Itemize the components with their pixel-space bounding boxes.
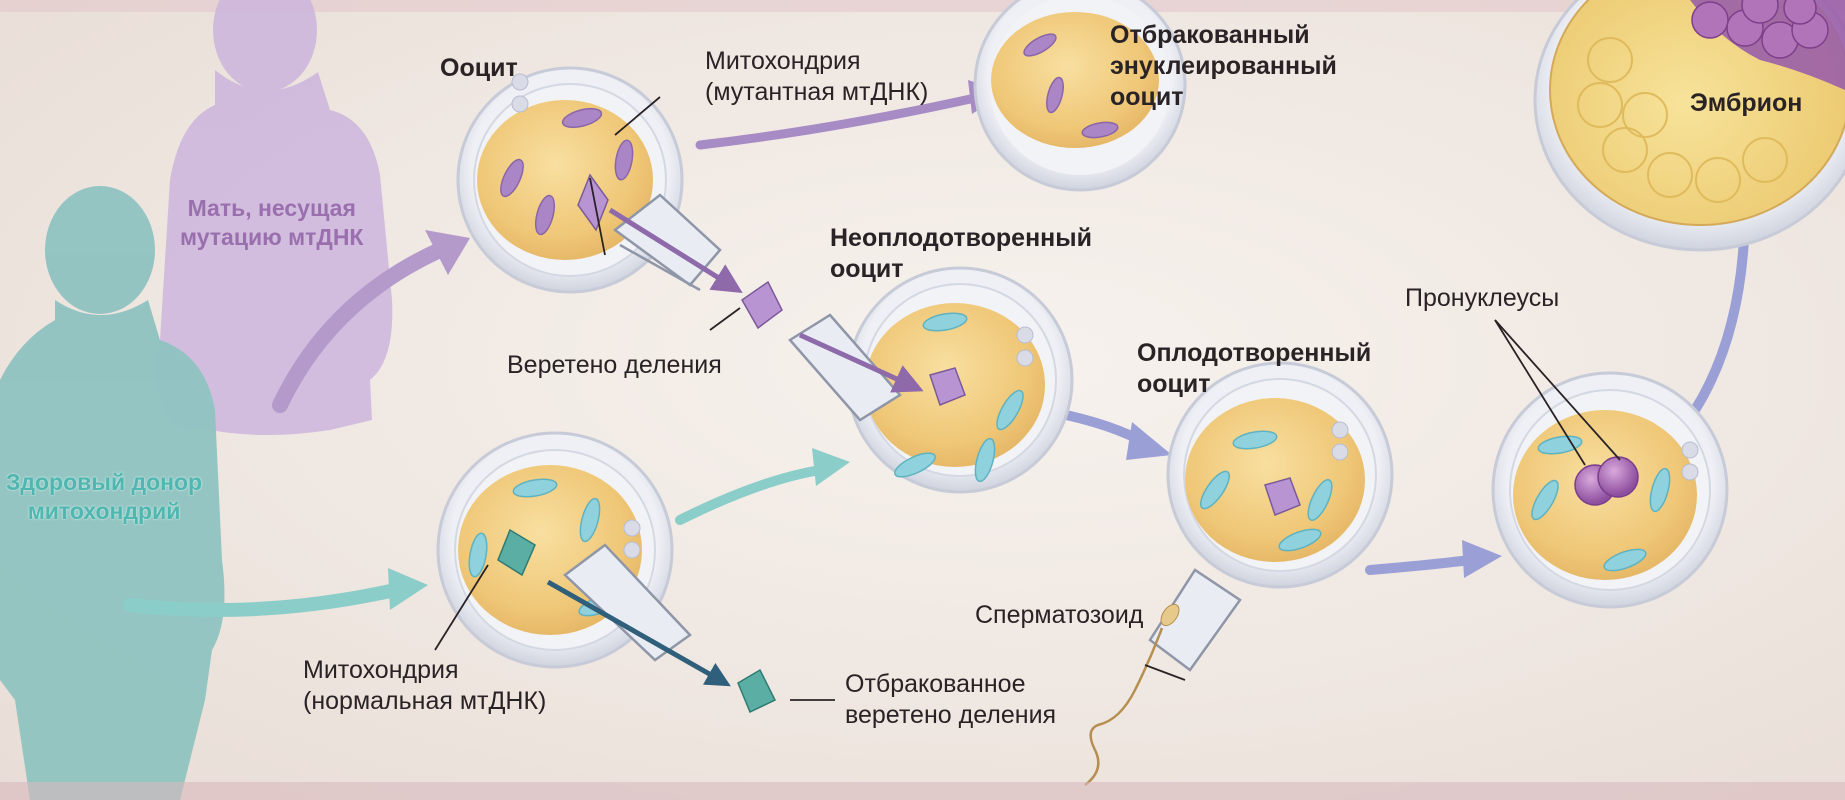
pronuclei-oocyte [1493,373,1727,607]
mito-mutant-label-line-2: (мутантная мтДНК) [705,77,928,108]
rejected-spindle-label: Отбракованное веретено деления [845,669,1056,731]
fertilized-label-line-2: ооцит [1137,369,1371,400]
mother-label: Мать, несущая мутацию мтДНК [180,194,363,252]
mother-label-line-2: мутацию мтДНК [180,223,363,252]
spindle-label: Веретено деления [507,350,722,381]
to-pronuclei-arrow [1370,560,1470,570]
donor-to-oocyte-arrowhead [388,568,428,610]
donor-label-line-1: Здоровый донор [6,468,202,497]
unfertilized-label-line-1: Неоплодотворенный [830,223,1092,254]
to-pronuclei-arrowhead [1462,540,1502,578]
mito-normal-label: Митохондрия (нормальная мтДНК) [303,655,546,717]
rejected-enucleated-label: Отбракованный энуклеированный ооцит [1110,20,1337,113]
embryo-label: Эмбрион [1690,88,1802,119]
fertilized-label: Оплодотворенный ооцит [1137,338,1371,400]
rejected-enucleated-label-line-2: энуклеированный [1110,51,1337,82]
unfertilized-label-line-2: ооцит [830,254,1092,285]
mito-mutant-label-line-1: Митохондрия [705,46,928,77]
fertilized-label-line-1: Оплодотворенный [1137,338,1371,369]
unfertilized-label: Неоплодотворенный ооцит [830,223,1092,285]
oocyte-label: Ооцит [440,53,518,84]
sperm-label: Сперматозоид [975,600,1143,631]
embryo [1535,0,1845,250]
rejected-spindle-label-line-1: Отбракованное [845,669,1056,700]
mito-mutant-label: Митохондрия (мутантная мтДНК) [705,46,928,108]
mother-oocyte [458,68,682,292]
donor-oocyte-to-unfertilized-arrow [680,470,820,520]
donor-oocyte-to-unfertilized-arrowhead [812,448,850,486]
mito-normal-label-line-1: Митохондрия [303,655,546,686]
rejected-spindle-label-line-2: веретено деления [845,700,1056,731]
rejected-spindle [738,670,775,712]
donor-label-line-2: митохондрий [6,497,202,526]
rejected-enucleated-label-line-1: Отбракованный [1110,20,1337,51]
mother-label-line-1: Мать, несущая [180,194,363,223]
rejected-enucleated-label-line-3: ооцит [1110,82,1337,113]
mito-normal-label-line-2: (нормальная мтДНК) [303,686,546,717]
extracted-spindle-mother [742,282,782,328]
to-fertilized-arrowhead [1126,422,1172,460]
donor-label: Здоровый донор митохондрий [6,468,202,526]
pronuclei-label: Пронуклеусы [1405,283,1559,314]
